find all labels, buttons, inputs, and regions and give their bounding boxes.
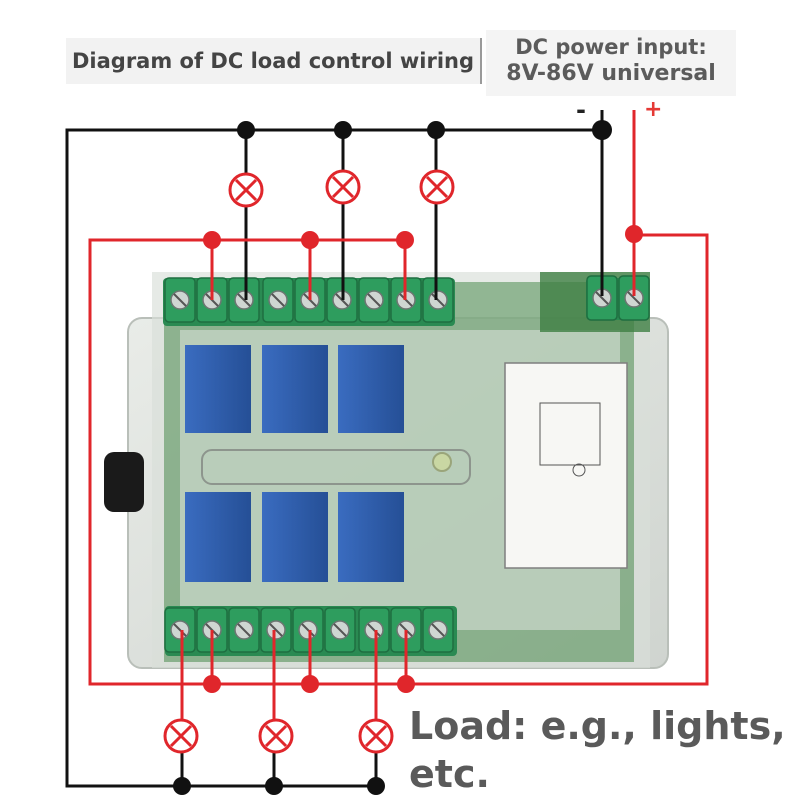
relay [338, 345, 404, 433]
screw-terminal [292, 607, 324, 653]
junction-dot [203, 675, 221, 693]
lamp-load-icon [358, 718, 394, 754]
relays [185, 345, 404, 582]
load-note: Load: e.g., lights, etc. [409, 704, 786, 796]
junction-dot [334, 121, 352, 139]
power-input-label: DC power input: [515, 35, 707, 59]
relay [338, 492, 404, 582]
power-input-box: DC power input: 8V-86V universal [486, 30, 736, 96]
junction-dot [237, 121, 255, 139]
junction-dot [397, 675, 415, 693]
diagram-title: Diagram of DC load control wiring [71, 49, 474, 73]
junction-dot [367, 777, 385, 795]
junction-dot [625, 225, 643, 243]
lamp-load-icon [163, 718, 199, 754]
screw-terminal [422, 277, 454, 323]
junction-dot [427, 121, 445, 139]
junction-dot [396, 231, 414, 249]
power-voltage-range: 8V-86V universal [506, 61, 716, 86]
lamp-load-icon [325, 169, 361, 205]
screw-terminal [164, 277, 196, 323]
negative-junctions [173, 120, 612, 795]
relay [262, 492, 328, 582]
lamp-load-icon [419, 169, 455, 205]
positive-junctions [203, 225, 643, 693]
screw-terminal [422, 607, 454, 653]
positive-terminal-sign: + [644, 97, 663, 122]
diagram-title-box: Diagram of DC load control wiring [66, 38, 482, 84]
relay [185, 492, 251, 582]
antenna [104, 452, 144, 512]
negative-terminal-sign: - [576, 96, 586, 124]
relay [185, 345, 251, 433]
junction-dot [265, 777, 283, 795]
junction-dot [592, 120, 612, 140]
product-label-card [504, 362, 628, 569]
power-terminal-block [586, 275, 650, 321]
status-led [432, 452, 452, 472]
screw-terminal [262, 277, 294, 323]
screw-terminal [164, 607, 196, 653]
screw-terminal [358, 277, 390, 323]
screw-terminal [358, 607, 390, 653]
junction-dot [173, 777, 191, 795]
lamp-load-icon [228, 172, 264, 208]
junction-dot [301, 675, 319, 693]
screw-terminal [228, 277, 260, 323]
screw-terminal [228, 607, 260, 653]
junction-dot [301, 231, 319, 249]
relay [262, 345, 328, 433]
top-terminal-strip [163, 277, 455, 326]
screw-terminal [324, 607, 356, 653]
lamp-load-icon [258, 718, 294, 754]
screw-terminal [260, 607, 292, 653]
junction-dot [203, 231, 221, 249]
